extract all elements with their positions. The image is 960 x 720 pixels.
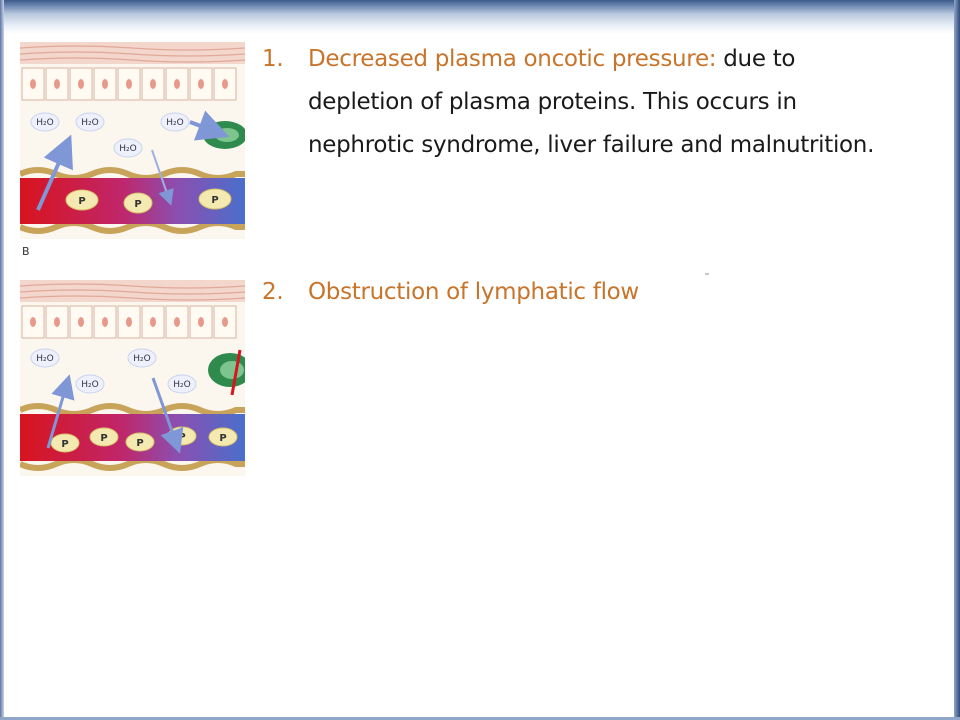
window-frame-bottom — [0, 717, 960, 720]
water-label: H₂O — [81, 380, 98, 390]
lymph-drain-arrow — [189, 110, 230, 141]
fluid-in-arrow — [151, 149, 174, 206]
fluid-out-arrow — [46, 374, 75, 449]
window-frame-top — [0, 0, 960, 34]
window-frame-left — [0, 0, 4, 720]
list-item-text: Obstruction of lymphatic flow — [308, 271, 898, 314]
list-item-number: 1. — [262, 46, 284, 72]
capillary-diagram-oncotic: H₂O H₂O H₂O H₂O P P P — [20, 42, 245, 239]
protein-label: P — [211, 195, 218, 206]
protein-label: P — [134, 199, 141, 210]
capillary-diagram-lymphatic: H₂O H₂O H₂O H₂O P P P P P — [20, 280, 245, 476]
protein-label: P — [219, 433, 226, 444]
figure-label: B — [22, 245, 30, 258]
water-label: H₂O — [173, 380, 190, 390]
water-label: H₂O — [166, 118, 183, 128]
obstruction-mark — [230, 349, 242, 396]
water-label: H₂O — [81, 118, 98, 128]
stray-mark — [705, 273, 709, 275]
window-frame-right — [954, 0, 960, 720]
protein-label: P — [100, 433, 107, 444]
water-label: H₂O — [36, 118, 53, 128]
protein-label: P — [178, 432, 185, 443]
list-item-heading: Decreased plasma oncotic pressure: — [308, 46, 717, 72]
fluid-in-arrow — [151, 377, 184, 454]
protein-label: P — [136, 438, 143, 449]
water-label: H₂O — [36, 354, 53, 364]
list-item-text: Decreased plasma oncotic pressure: due t… — [308, 38, 898, 167]
fluid-out-arrow — [36, 134, 73, 211]
list-item-heading: Obstruction of lymphatic flow — [308, 279, 639, 305]
water-label: H₂O — [119, 144, 136, 154]
list-item-body: due to depletion of plasma proteins. Thi… — [308, 46, 875, 158]
water-label: H₂O — [133, 354, 150, 364]
list-item-number: 2. — [262, 279, 284, 305]
protein-label: P — [61, 439, 68, 450]
protein-label: P — [78, 196, 85, 207]
